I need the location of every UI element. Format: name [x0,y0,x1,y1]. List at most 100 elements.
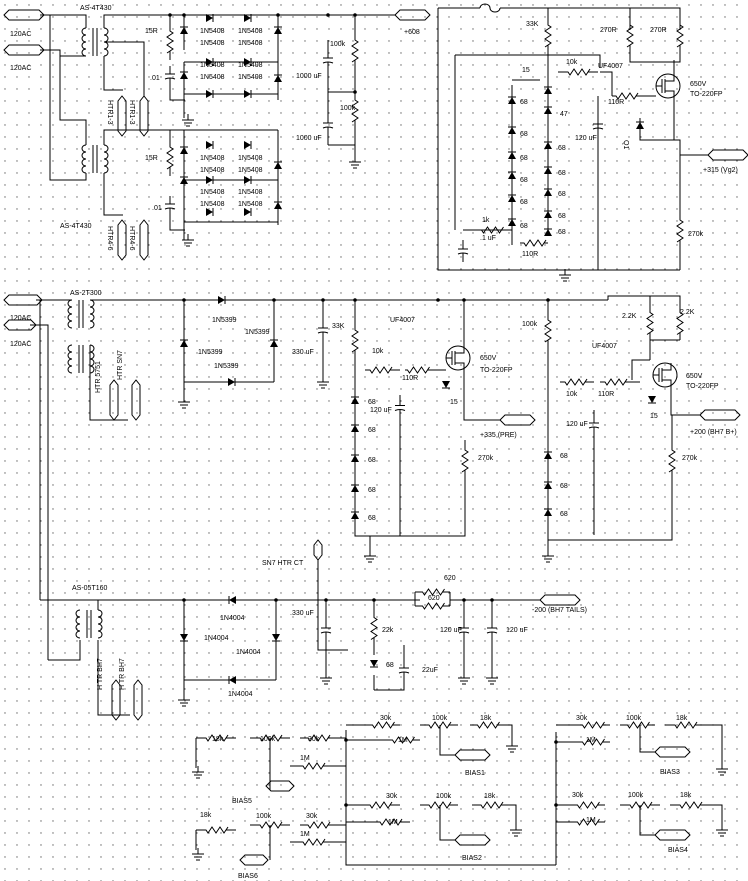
diode [206,176,213,184]
capacitor [322,126,334,129]
wire [169,216,185,231]
diode-label: 47 [560,111,568,118]
mosfet-label: TO-220FP [690,91,723,98]
pot-label: 100k [626,715,642,722]
junction-dot [276,13,280,17]
diode [351,397,359,404]
resistor [370,615,378,640]
wires [30,7,723,866]
resistor-label: 1M [300,831,310,838]
resistor [676,210,684,250]
resistor-label: 15R [145,28,158,35]
diode [244,141,251,149]
wire [48,640,81,661]
wire [548,480,673,541]
diode [180,147,188,154]
diode-label: 1N4004 [236,649,261,656]
resistor-label: 1k [482,217,490,224]
wire [40,14,87,181]
heater-terminal [133,679,143,721]
resistor [626,20,634,50]
resistor-label: 30k [380,715,392,722]
diode-label: 1N5408 [238,167,263,174]
diode [228,378,235,386]
wire [317,560,348,651]
diode [351,455,359,462]
resistor [166,138,174,176]
heater-terminal [117,95,127,137]
diode-label: 1N5408 [238,28,263,35]
capacitor [486,631,498,634]
zener-label: 68 [368,457,376,464]
transformer-coil [67,320,73,329]
heater-label: H TR BH7 [119,658,126,690]
diode [180,72,188,79]
resistor [570,801,605,809]
diode-label: 1N5408 [238,201,263,208]
capacitor [320,631,332,634]
heater-label: H TR BH7 [97,658,104,690]
wire [607,295,681,310]
diode-label: 1N4004 [220,615,245,622]
pot-label: 100k [436,793,452,800]
diode-label: 1N4004 [204,635,229,642]
resistor-label: 30k [386,793,398,800]
resistor [166,22,174,60]
resistor-label: 18k [680,792,692,799]
diode [180,177,188,184]
diode [508,152,516,159]
diode [244,208,251,216]
resistor-label: 270R [650,27,667,34]
bias-label: BIAS1 [465,770,485,777]
resistor [620,801,660,809]
bias-label: BIAS3 [660,769,680,776]
resistor-label: 1M [586,737,596,744]
capacitor-label: 1000 uF [296,135,322,142]
capacitor [398,671,410,674]
resistor-label: 100k [340,105,356,112]
zener-label: 68 [368,399,376,406]
diode-label: 1N5399 [198,349,223,356]
diode-label: 15 [650,413,658,420]
wire [705,724,723,765]
resistor [676,305,684,340]
diode-label: 1N5408 [200,40,225,47]
resistor [360,801,400,809]
resistor [472,801,510,809]
resistor [290,762,336,770]
diode-label: 1N5408 [238,74,263,81]
resistor [670,801,710,809]
diode-label: 1N5408 [200,189,225,196]
resistor [365,366,395,374]
bias-terminal [239,854,269,866]
resistor [300,734,336,742]
bias-terminal [265,780,295,792]
resistor [575,738,610,746]
resistor [646,305,654,340]
bias-terminal [654,746,691,758]
diode [508,195,516,202]
heater-label: HTR1-3 [106,100,113,125]
capacitor-label: 120 uF [440,627,462,634]
capacitor-label: 1000 uF [296,73,322,80]
mosfet-label: TO-220FP [480,367,513,374]
wire [104,41,145,96]
diode-label: 15 [522,67,530,74]
ac-label: 120AC [10,315,31,322]
resistor-label: 2.2K [680,309,695,316]
junction-dot [274,598,278,602]
resistor [405,366,430,374]
transformer-coil [103,48,109,57]
diode [272,634,280,641]
resistor-label: 10k [566,59,578,66]
zener-label: 68 [520,155,528,162]
resistor [385,736,420,744]
resistor [351,320,359,360]
capacitor [457,252,469,255]
bias-label: BIAS5 [232,798,252,805]
capacitor-label: 330 uF [292,349,314,356]
zener-label: 68 [558,145,566,152]
capacitor-label: .330 uF [290,610,314,617]
heater-label: HTR 5751 [95,361,102,393]
